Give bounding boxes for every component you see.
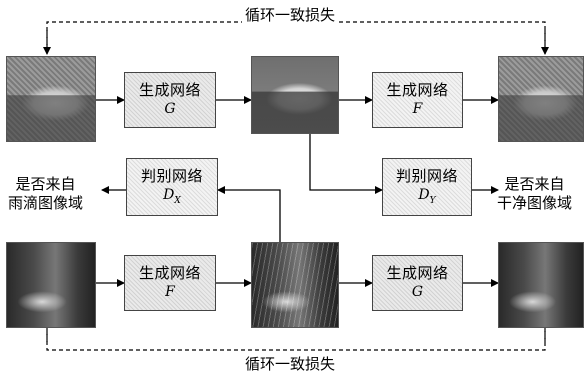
clean-image-input-bottom [6, 242, 96, 328]
generator-f-bottom: 生成网络 F [124, 255, 216, 311]
rain-domain-label-line2: 雨滴图像域 [8, 194, 84, 212]
generator-title: 生成网络 [138, 81, 201, 99]
discriminator-title: 判别网络 [395, 167, 458, 185]
generated-clean-image-top [251, 56, 339, 134]
reconstructed-rainy-image-top [498, 56, 584, 142]
cycle-loss-label-bottom: 循环一致损失 [242, 353, 339, 374]
generator-title: 生成网络 [386, 81, 449, 99]
discriminator-var-main: D [163, 187, 175, 203]
generator-title: 生成网络 [138, 264, 201, 282]
rain-domain-label: 是否来自 雨滴图像域 [8, 175, 83, 213]
clean-domain-label-line2: 干净图像域 [497, 194, 573, 212]
generator-var: G [411, 284, 424, 300]
generator-var: F [412, 101, 423, 117]
discriminator-var: DX [127, 187, 217, 206]
top-cycle-loop [46, 21, 546, 52]
discriminator-dx: 判别网络 DX [126, 158, 218, 216]
discriminator-title: 判别网络 [140, 167, 203, 185]
generator-g-bottom: 生成网络 G [372, 255, 463, 311]
discriminator-var: DY [383, 187, 471, 206]
discriminator-dy: 判别网络 DY [382, 158, 472, 216]
rain-domain-label-line1: 是否来自 [15, 175, 76, 193]
clean-domain-label-line1: 是否来自 [504, 175, 565, 193]
generator-var: G [164, 101, 176, 117]
cycle-loss-label-top: 循环一致损失 [242, 4, 339, 25]
generator-title: 生成网络 [386, 264, 449, 282]
generated-rainy-image-bottom [251, 242, 339, 328]
reconstructed-clean-image-bottom [498, 242, 584, 328]
generator-var: F [165, 284, 175, 300]
discriminator-var-sub: X [174, 195, 181, 206]
generator-g-top: 生成网络 G [124, 72, 216, 128]
rainy-image-input-top [6, 56, 96, 142]
discriminator-var-main: D [418, 187, 430, 203]
clean-domain-label: 是否来自 干净图像域 [497, 175, 572, 213]
generator-f-top: 生成网络 F [372, 72, 463, 128]
discriminator-var-sub: Y [429, 195, 436, 206]
